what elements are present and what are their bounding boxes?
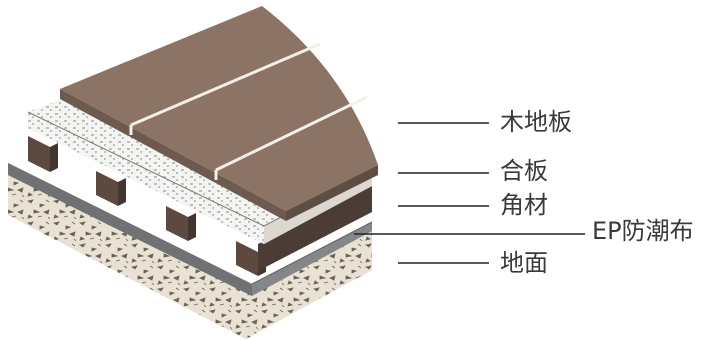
label-ground: 地面 [500, 249, 548, 277]
ep-membrane-layer [8, 163, 373, 296]
label-ep-membrane: EP防潮布 [592, 217, 694, 245]
label-joist: 角材 [500, 191, 548, 219]
wood-floor-layer [60, 6, 378, 221]
leader-lines [354, 122, 585, 264]
label-plywood: 合板 [500, 157, 548, 185]
joist-layer [28, 136, 372, 276]
ground-layer [8, 169, 372, 339]
label-wood-floor: 木地板 [500, 108, 572, 136]
